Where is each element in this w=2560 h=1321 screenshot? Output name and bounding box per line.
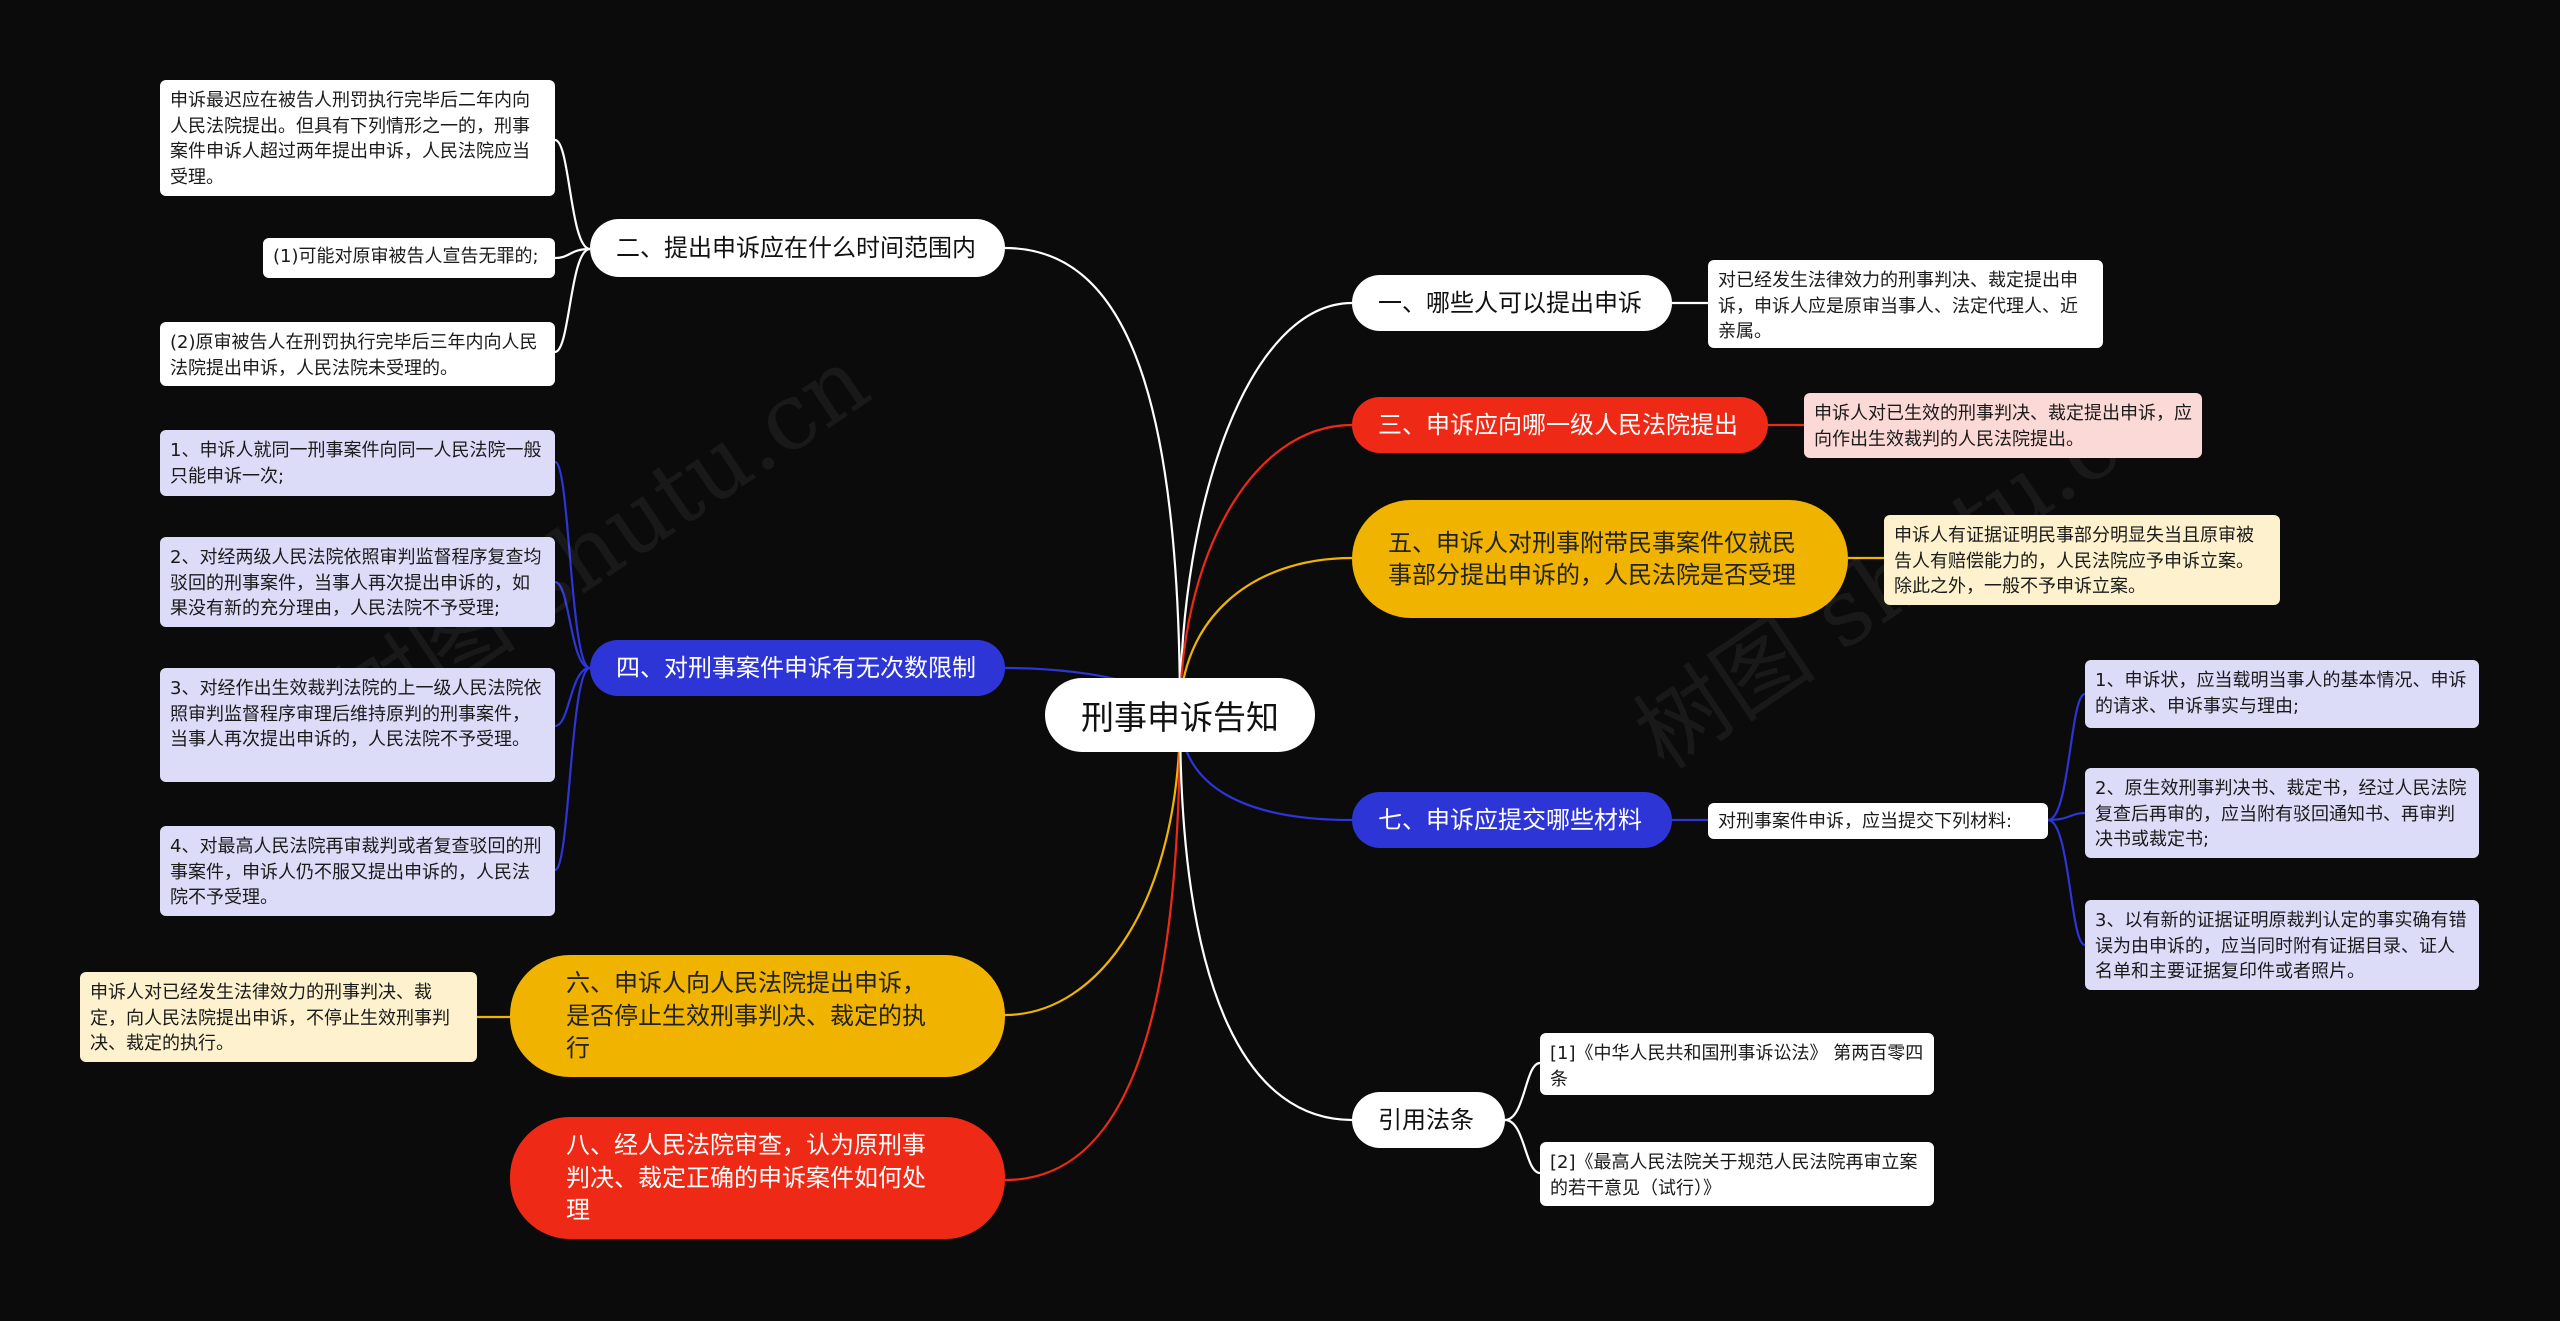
leaf-execution: 申诉人对已经发生法律效力的刑事判决、裁定，向人民法院提出申诉，不停止生效刑事判决… [80, 972, 477, 1062]
leaf-count-2: 2、对经两级人民法院依照审判监督程序复查均驳回的刑事案件，当事人再次提出申诉的，… [160, 537, 555, 627]
leaf-material-1: 1、申诉状，应当载明当事人的基本情况、申诉的请求、申诉事实与理由; [2085, 660, 2479, 728]
branch-execution[interactable]: 六、申诉人向人民法院提出申诉，是否停止生效刑事判决、裁定的执行 [510, 955, 1005, 1077]
branch-count-limit[interactable]: 四、对刑事案件申诉有无次数限制 [590, 640, 1005, 696]
leaf-citation-2[interactable]: [2]《最高人民法院关于规范人民法院再审立案的若干意见（试行）》 [1540, 1142, 1934, 1206]
branch-materials[interactable]: 七、申诉应提交哪些材料 [1352, 792, 1672, 848]
branch-civil-part[interactable]: 五、申诉人对刑事附带民事案件仅就民事部分提出申诉的，人民法院是否受理 [1352, 500, 1848, 618]
branch-time-limit[interactable]: 二、提出申诉应在什么时间范围内 [590, 219, 1005, 277]
leaf-time-case-1: (1)可能对原审被告人宣告无罪的; [263, 238, 555, 278]
root-topic[interactable]: 刑事申诉告知 [1045, 678, 1315, 752]
branch-who-can-appeal[interactable]: 一、哪些人可以提出申诉 [1352, 275, 1672, 331]
leaf-citation-1[interactable]: [1]《中华人民共和国刑事诉讼法》 第两百零四条 [1540, 1033, 1934, 1095]
leaf-which-court: 申诉人对已生效的刑事判决、裁定提出申诉，应向作出生效裁判的人民法院提出。 [1804, 393, 2202, 458]
leaf-civil-part: 申诉人有证据证明民事部分明显失当且原审被告人有赔偿能力的，人民法院应予申诉立案。… [1884, 515, 2280, 605]
leaf-time-case-2: (2)原审被告人在刑罚执行完毕后三年内向人民法院提出申诉，人民法院未受理的。 [160, 322, 555, 386]
branch-correct-judgment[interactable]: 八、经人民法院审查，认为原刑事判决、裁定正确的申诉案件如何处理 [510, 1117, 1005, 1239]
leaf-material-2: 2、原生效刑事判决书、裁定书，经过人民法院复查后再审的，应当附有驳回通知书、再审… [2085, 768, 2479, 858]
leaf-materials-intro: 对刑事案件申诉，应当提交下列材料: [1708, 803, 2048, 839]
leaf-count-3: 3、对经作出生效裁判法院的上一级人民法院依照审判监督程序审理后维持原判的刑事案件… [160, 668, 555, 782]
leaf-who-can-appeal: 对已经发生法律效力的刑事判决、裁定提出申诉，申诉人应是原审当事人、法定代理人、近… [1708, 260, 2103, 348]
branch-citations[interactable]: 引用法条 [1352, 1092, 1505, 1148]
leaf-material-3: 3、以有新的证据证明原裁判认定的事实确有错误为由申诉的，应当同时附有证据目录、证… [2085, 900, 2479, 990]
leaf-count-1: 1、申诉人就同一刑事案件向同一人民法院一般只能申诉一次; [160, 430, 555, 496]
leaf-count-4: 4、对最高人民法院再审裁判或者复查驳回的刑事案件，申诉人仍不服又提出申诉的，人民… [160, 826, 555, 916]
leaf-time-rule: 申诉最迟应在被告人刑罚执行完毕后二年内向人民法院提出。但具有下列情形之一的，刑事… [160, 80, 555, 196]
branch-which-court[interactable]: 三、申诉应向哪一级人民法院提出 [1352, 397, 1768, 453]
